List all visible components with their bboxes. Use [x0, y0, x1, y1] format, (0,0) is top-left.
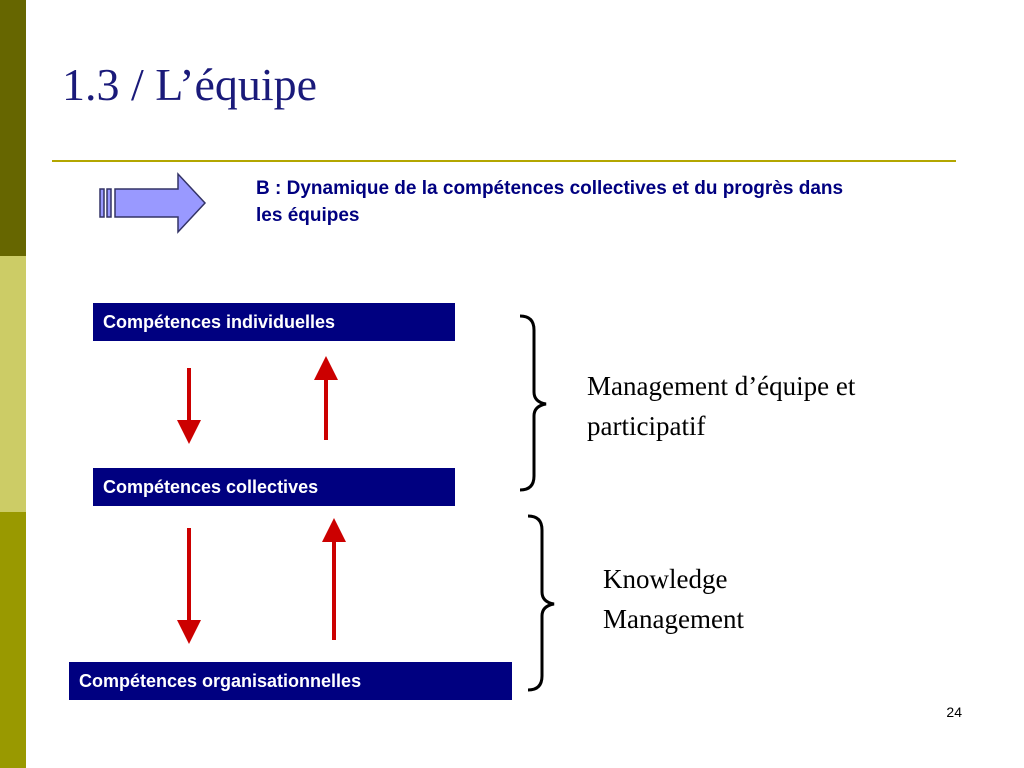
sidebar-band-middle	[0, 256, 26, 512]
sidebar-band-top	[0, 0, 26, 256]
box-collective-competences: Compétences collectives	[93, 468, 455, 506]
brace-upper	[519, 314, 547, 492]
title-rule	[52, 160, 956, 162]
slide-title: 1.3 / L’équipe	[62, 59, 318, 110]
sidebar-band-bottom	[0, 512, 26, 768]
page-number: 24	[946, 704, 962, 720]
box-individual-competences: Compétences individuelles	[93, 303, 455, 341]
label-knowledge-management: Knowledge Management	[603, 564, 744, 634]
label-team-management: Management d’équipe et participatif	[587, 371, 856, 441]
section-subtitle: B : Dynamique de la compétences collecti…	[256, 178, 844, 226]
right-arrow-icon	[99, 172, 207, 234]
brace-lower	[527, 514, 555, 692]
box-organizational-competences: Compétences organisationnelles	[69, 662, 512, 700]
